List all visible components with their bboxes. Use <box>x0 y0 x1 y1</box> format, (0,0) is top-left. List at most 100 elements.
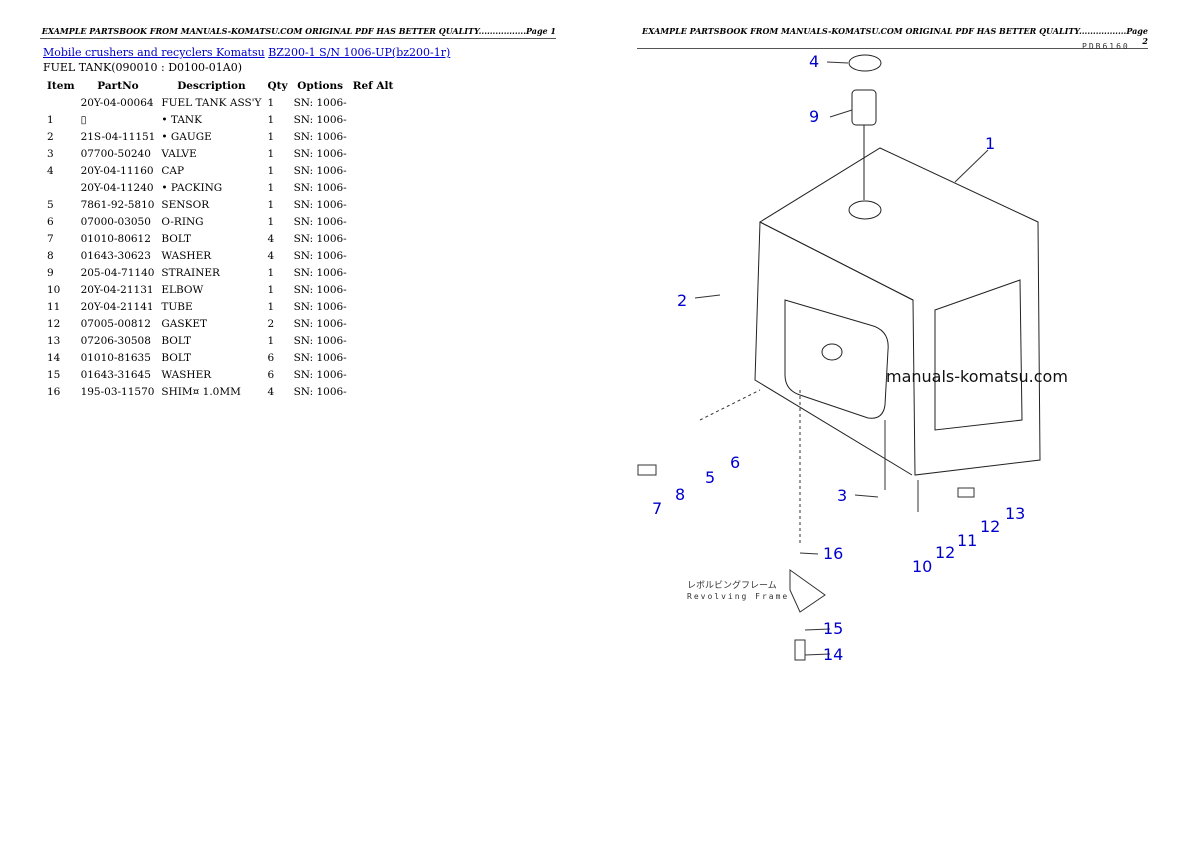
callout-number: 15 <box>823 619 844 638</box>
leader-lines <box>637 61 989 661</box>
breadcrumb-link-category[interactable]: Mobile crushers and recyclers Komatsu <box>43 46 265 59</box>
cell-partno: 195-03-11570 <box>80 385 155 398</box>
cell-options: SN: 1006- <box>293 232 347 245</box>
cell-item: 15 <box>47 368 61 381</box>
cell-partno: 7861-92-5810 <box>80 198 155 211</box>
page-subtitle: FUEL TANK(090010 : D0100-01A0) <box>43 61 242 74</box>
callout-number: 10 <box>912 557 933 576</box>
cell-description: SHIM¤ 1.0MM <box>161 385 241 398</box>
cell-item: 9 <box>47 266 54 279</box>
cell-qty: 1 <box>267 283 275 296</box>
cell-options: SN: 1006- <box>293 198 347 211</box>
frame-label-en: Revolving Frame <box>687 592 790 601</box>
drawing-code: PDB6160 <box>1082 42 1130 51</box>
page1-header: EXAMPLE PARTSBOOK FROM MANUALS-KOMATSU.C… <box>40 26 556 39</box>
watermark: manuals-komatsu.com <box>886 367 1068 386</box>
cell-options: SN: 1006- <box>293 368 347 381</box>
col-partno: PartNo <box>97 79 139 92</box>
cell-options: SN: 1006- <box>293 130 347 143</box>
table-header-row: Item PartNo Description Qty Options Ref … <box>44 77 396 94</box>
cell-options: SN: 1006- <box>293 334 347 347</box>
cell-partno: 07700-50240 <box>80 147 151 160</box>
cell-item: 8 <box>47 249 54 262</box>
cell-description: • PACKING <box>161 181 223 194</box>
cell-item: 11 <box>47 300 61 313</box>
cell-qty: 1 <box>267 266 275 279</box>
callout-number: 8 <box>675 485 686 504</box>
cell-item: 12 <box>47 317 61 330</box>
tank-body <box>754 147 1041 476</box>
cell-qty: 1 <box>267 164 275 177</box>
cell-options: SN: 1006- <box>293 147 347 160</box>
cell-description: • TANK <box>161 113 202 126</box>
cell-options: SN: 1006- <box>293 283 347 296</box>
cell-partno: 07005-00812 <box>80 317 151 330</box>
cell-item: 16 <box>47 385 61 398</box>
breadcrumb-link-model[interactable]: BZ200-1 S/N 1006-UP(bz200-1r) <box>268 46 451 59</box>
cell-partno: 01643-30623 <box>80 249 151 262</box>
cell-qty: 1 <box>267 96 275 109</box>
cell-qty: 1 <box>267 113 275 126</box>
callout-number: 16 <box>823 544 844 563</box>
frame-label-jp: レボルビングフレーム <box>687 581 777 591</box>
col-item: Item <box>47 79 75 92</box>
breadcrumb: Mobile crushers and recyclers Komatsu BZ… <box>43 46 450 59</box>
cell-options: SN: 1006- <box>293 351 347 364</box>
cell-qty: 4 <box>267 232 275 245</box>
cell-description: SENSOR <box>161 198 210 211</box>
cell-description: BOLT <box>161 334 192 347</box>
callout-number: 4 <box>809 52 820 71</box>
cell-qty: 4 <box>267 249 275 262</box>
cap-strainer <box>848 54 882 200</box>
cell-qty: 1 <box>267 215 275 228</box>
cell-description: WASHER <box>161 249 212 262</box>
cell-description: VALVE <box>161 147 197 160</box>
cell-partno: 20Y-04-21141 <box>80 300 154 313</box>
cell-qty: 6 <box>267 351 275 364</box>
cell-options: SN: 1006- <box>293 385 347 398</box>
cell-item: 13 <box>47 334 61 347</box>
cell-partno: 01010-80612 <box>80 232 151 245</box>
table-row: 8 01643-30623 WASHER 4 SN: 1006- <box>44 247 396 264</box>
cell-item: 1 <box>47 113 54 126</box>
cell-item: 14 <box>47 351 61 364</box>
cell-options: SN: 1006- <box>293 266 347 279</box>
callout-number: 1 <box>985 134 996 153</box>
cell-options: SN: 1006- <box>293 317 347 330</box>
cell-options: SN: 1006- <box>293 249 347 262</box>
cell-description: CAP <box>161 164 185 177</box>
col-description: Description <box>177 79 246 92</box>
cell-description: BOLT <box>161 232 192 245</box>
cell-item: 10 <box>47 283 61 296</box>
cell-partno: 07206-30508 <box>80 334 151 347</box>
cell-options: SN: 1006- <box>293 164 347 177</box>
cell-qty: 1 <box>267 147 275 160</box>
callout-number: 14 <box>823 645 844 664</box>
cell-description: FUEL TANK ASS'Y <box>161 96 262 109</box>
cell-partno: 07000-03050 <box>80 215 151 228</box>
callout-number: 12 <box>980 517 1001 536</box>
cell-description: O-RING <box>161 215 204 228</box>
cell-description: GASKET <box>161 317 208 330</box>
callout-number: 5 <box>705 468 716 487</box>
cell-partno: 01643-31645 <box>80 368 151 381</box>
col-qty: Qty <box>267 79 288 92</box>
cell-partno: 205-04-71140 <box>80 266 155 279</box>
callout-number: 9 <box>809 107 820 126</box>
callout-number: 7 <box>652 499 663 518</box>
cell-options: SN: 1006- <box>293 181 347 194</box>
col-options: Options <box>297 79 344 92</box>
cell-qty: 6 <box>267 368 275 381</box>
cell-partno: 20Y-04-11240 <box>80 181 154 194</box>
